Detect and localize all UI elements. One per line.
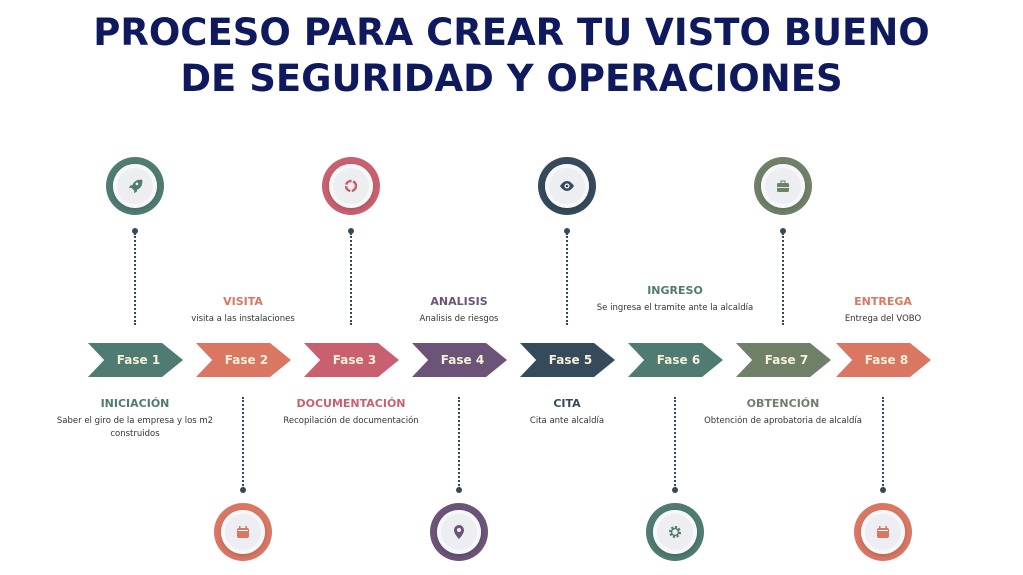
phase-4-icon-circle bbox=[430, 503, 488, 561]
phase-5-chevron: Fase 5 bbox=[520, 343, 615, 377]
connector-dot bbox=[132, 228, 138, 234]
phase-title: ANALISIS bbox=[430, 295, 488, 308]
connector-dot bbox=[672, 487, 678, 493]
phase-title: ENTREGA bbox=[854, 295, 912, 308]
phase-1-label: INICIACIÓN Saber el giro de la empresa y … bbox=[50, 397, 220, 441]
connector-line bbox=[458, 397, 460, 489]
phase-1-icon-circle bbox=[106, 157, 164, 215]
phase-description: Saber el giro de la empresa y los m2 con… bbox=[56, 416, 214, 439]
phase-3-chevron: Fase 3 bbox=[304, 343, 399, 377]
phase-6-label: INGRESO Se ingresa el tramite ante la alc… bbox=[590, 284, 760, 315]
phase-3-label: DOCUMENTACIÓN Recopilación de documentaci… bbox=[266, 397, 436, 428]
page-title: PROCESO PARA CREAR TU VISTO BUENO DE SEG… bbox=[0, 10, 1023, 102]
phase-title: VISITA bbox=[223, 295, 263, 308]
phase-1-chevron: Fase 1 bbox=[88, 343, 183, 377]
phase-2-chevron: Fase 2 bbox=[196, 343, 291, 377]
phase-8-icon-circle bbox=[854, 503, 912, 561]
connector-line bbox=[350, 233, 352, 325]
connector-line bbox=[674, 397, 676, 489]
connector-dot bbox=[348, 228, 354, 234]
rocket-icon bbox=[128, 179, 143, 194]
ring-icon bbox=[344, 179, 358, 193]
calendar-icon bbox=[237, 526, 249, 538]
phase-6-chevron: Fase 6 bbox=[628, 343, 723, 377]
phase-title: CITA bbox=[553, 397, 581, 410]
phase-5-icon-circle bbox=[538, 157, 596, 215]
briefcase-icon bbox=[777, 180, 789, 192]
connector-line bbox=[134, 233, 136, 325]
phase-description: Analisis de riesgos bbox=[419, 314, 499, 324]
phase-5-label: CITA Cita ante alcaldía bbox=[482, 397, 652, 428]
phase-description: Se ingresa el tramite ante la alcaldía bbox=[596, 303, 754, 313]
calendar-icon bbox=[877, 526, 889, 538]
phase-description: Obtención de aprobatoria de alcaldía bbox=[704, 416, 862, 426]
phase-description: visita a las instalaciones bbox=[191, 314, 295, 324]
phase-7-label: OBTENCIÓN Obtención de aprobatoria de alc… bbox=[698, 397, 868, 428]
phase-3-icon-circle bbox=[322, 157, 380, 215]
phase-7-chevron: Fase 7 bbox=[736, 343, 831, 377]
phase-8-chevron: Fase 8 bbox=[836, 343, 931, 377]
phase-7-icon-circle bbox=[754, 157, 812, 215]
phase-4-label: ANALISIS Analisis de riesgos bbox=[374, 295, 544, 326]
gear-icon bbox=[669, 526, 681, 538]
title-line-2: DE SEGURIDAD Y OPERACIONES bbox=[180, 57, 843, 100]
title-line-1: PROCESO PARA CREAR TU VISTO BUENO bbox=[93, 11, 930, 54]
phase-description: Entrega del VOBO bbox=[844, 314, 922, 324]
phase-title: INICIACIÓN bbox=[100, 397, 170, 410]
connector-line bbox=[882, 397, 884, 489]
connector-dot bbox=[564, 228, 570, 234]
phase-8-label: ENTREGA Entrega del VOBO bbox=[798, 295, 968, 326]
phase-description: Cita ante alcaldía bbox=[529, 416, 605, 426]
phase-2-icon-circle bbox=[214, 503, 272, 561]
phase-title: OBTENCIÓN bbox=[746, 397, 820, 410]
phase-6-icon-circle bbox=[646, 503, 704, 561]
connector-dot bbox=[240, 487, 246, 493]
location-pin-icon bbox=[454, 525, 464, 539]
connector-line bbox=[566, 233, 568, 325]
connector-dot bbox=[880, 487, 886, 493]
connector-line bbox=[242, 397, 244, 489]
phase-title: INGRESO bbox=[647, 284, 703, 297]
connector-dot bbox=[780, 228, 786, 234]
phase-description: Recopilación de documentación bbox=[283, 416, 419, 426]
connector-line bbox=[782, 233, 784, 325]
connector-dot bbox=[456, 487, 462, 493]
eye-icon bbox=[560, 181, 574, 191]
phase-4-chevron: Fase 4 bbox=[412, 343, 507, 377]
phase-title: DOCUMENTACIÓN bbox=[296, 397, 406, 410]
phase-2-label: VISITA visita a las instalaciones bbox=[158, 295, 328, 326]
